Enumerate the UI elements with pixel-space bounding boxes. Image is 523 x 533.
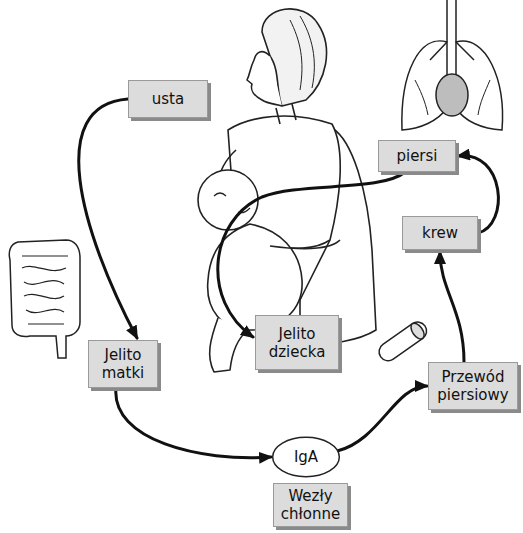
node-label: krew [422, 224, 458, 242]
lungs-drawing [402, 0, 503, 130]
label-box: krew [402, 216, 478, 250]
node-label: usta [152, 90, 184, 108]
label-box: Jelito dziecka [255, 315, 339, 370]
label-box: Wezły chłonne [273, 483, 348, 527]
duct-tube-drawing [376, 319, 431, 365]
node-label: Wezły chłonne [279, 487, 342, 523]
node-label: Przewód piersiowy [434, 368, 512, 404]
node-label: IgA [294, 448, 318, 466]
flow-arrow [79, 99, 137, 338]
node-label: Jelito dziecka [261, 325, 333, 361]
antibody-oval: IgA [272, 436, 340, 478]
flow-arrow [218, 172, 405, 337]
flow-arrow [440, 252, 464, 362]
label-box: usta [128, 80, 208, 118]
node-label: piersi [396, 147, 437, 165]
label-box: Jelito matki [88, 340, 158, 388]
intestine-drawing [9, 240, 80, 358]
label-box: piersi [378, 140, 456, 172]
label-box: Przewód piersiowy [428, 362, 518, 410]
node-label: Jelito matki [94, 346, 152, 382]
flow-arrow [116, 388, 271, 458]
flow-arrow [338, 386, 427, 451]
